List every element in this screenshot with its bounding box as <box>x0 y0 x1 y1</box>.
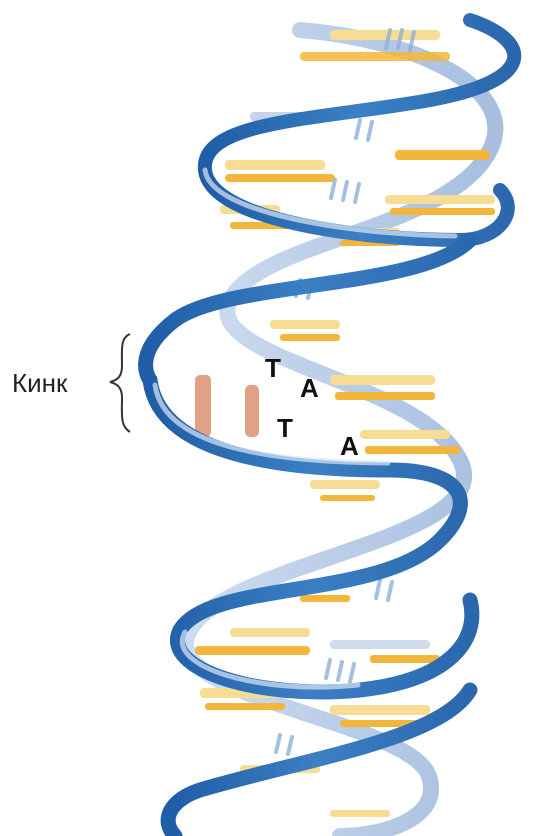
base-pairs <box>195 30 495 817</box>
base-letter-t-top: T <box>265 353 281 383</box>
base-letter-a-top: A <box>300 373 319 403</box>
kink-base-left <box>195 375 211 437</box>
kink-base-right <box>245 385 259 437</box>
kink-label: Кинк <box>12 368 68 398</box>
base-letter-a-bottom: A <box>340 431 359 461</box>
base-letter-t-bottom: T <box>277 413 293 443</box>
kink-bracket <box>110 334 130 432</box>
